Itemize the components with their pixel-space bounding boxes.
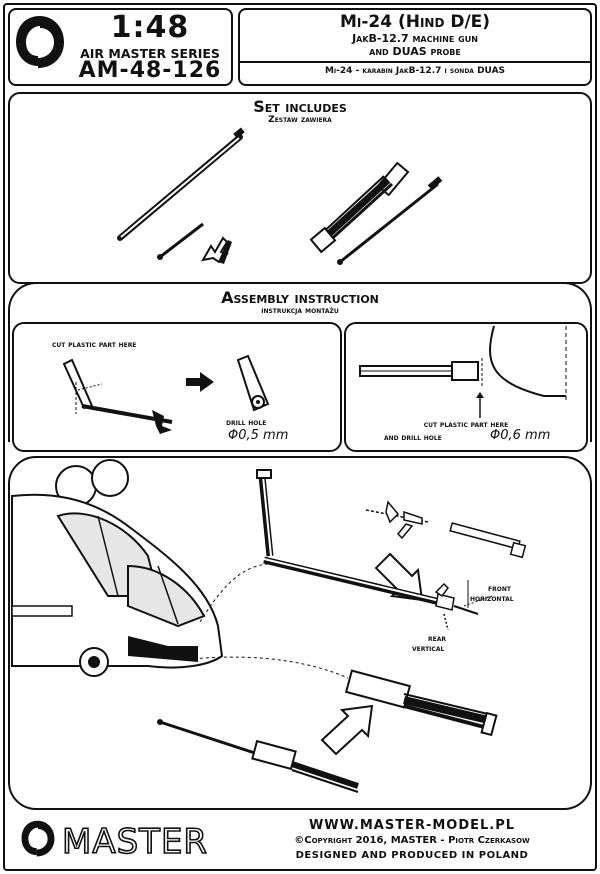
upper-barrel-icon (256, 469, 274, 557)
small-gun-assembly-icon (157, 719, 359, 793)
product-title: Mi-24 (Hind D/E) (339, 12, 491, 32)
header-right-box (238, 8, 592, 86)
main-diagram (11, 459, 527, 793)
left-drill-label: drill hole (226, 418, 267, 427)
website: WWW.MASTER-MODEL.PL (308, 818, 516, 833)
set-includes-panel (8, 92, 592, 284)
product-subtitle-1: JakB-12.7 machine gun (352, 32, 478, 45)
series-label: AIR MASTER SERIES (80, 46, 220, 61)
header-divider (240, 61, 590, 63)
left-cut-label: cut plastic part here (52, 340, 137, 349)
vertical-label: vertical (412, 644, 445, 653)
set-includes-subtitle: Zestaw zawiera (268, 115, 332, 125)
brand-wordmark: MASTER (61, 821, 209, 863)
copyright: ©Copyright 2016, MASTER - Piotr Czerkaso… (294, 835, 530, 846)
machine-gun-assembly-icon (344, 669, 498, 737)
assembly-title: Assembly instruction (221, 288, 379, 307)
product-code: AM-48-126 (78, 58, 222, 83)
master-footer-logo-icon (21, 820, 55, 857)
right-cut-label: cut plastic part here (423, 420, 509, 429)
left-drill-size: Φ0,5 mm (228, 428, 289, 443)
product-subtitle-2: and DUAS probe (369, 45, 461, 58)
machine-gun-part-icon (309, 161, 410, 254)
step-left-box (12, 322, 342, 452)
second-probe-part-icon (337, 176, 443, 265)
barrel-part-icon (117, 127, 245, 241)
horizontal-label: horizontal (470, 594, 514, 603)
master-logo-icon (16, 16, 64, 68)
probe-parts-icon (157, 222, 232, 264)
polish-subtitle: Mi-24 - karabin JakB-12.7 i sonda DUAS (324, 66, 506, 76)
assembly-subtitle: instrukcja montażu (261, 306, 339, 316)
right-drill-size: Φ0,6 mm (490, 428, 551, 443)
front-label: front (488, 584, 511, 593)
scale-label: 1:48 (110, 10, 190, 45)
step-right-box (344, 322, 588, 452)
rear-label: rear (428, 634, 446, 643)
parts-illustration (117, 127, 443, 265)
assembled-barrel-icon (263, 556, 493, 631)
designed-in: DESIGNED AND PRODUCED IN POLAND (295, 850, 529, 861)
helicopter-nose-icon (11, 459, 224, 677)
step-right-illustration (359, 325, 567, 418)
right-drill-label: and drill hole (384, 433, 442, 442)
step-left-illustration (62, 354, 270, 434)
set-includes-title: Set includes (253, 97, 347, 116)
probe-fins-icon (365, 500, 527, 559)
